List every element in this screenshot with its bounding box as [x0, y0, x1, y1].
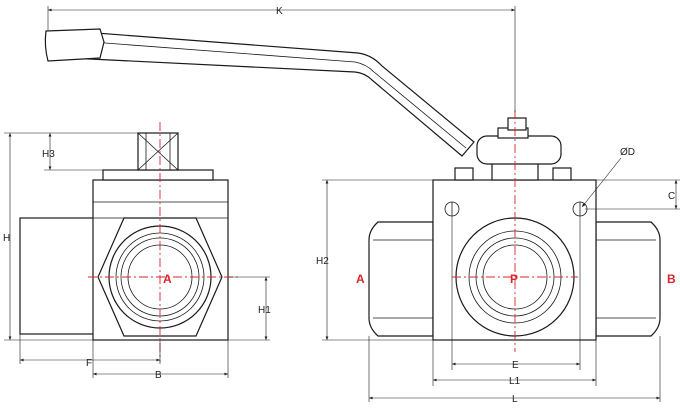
side-view: A	[19, 122, 240, 362]
dim-H1: H1	[258, 305, 271, 316]
dim-L: L	[512, 394, 518, 405]
front-dimensions: K H2 C ØD E L1 L	[47, 6, 680, 405]
side-port-label: A	[163, 272, 172, 286]
front-port-label-p: P	[510, 272, 518, 286]
dim-F: F	[86, 358, 92, 369]
dim-B: B	[155, 370, 162, 381]
dim-H2: H2	[316, 256, 329, 267]
dim-C: C	[668, 191, 675, 202]
side-left-stub	[19, 217, 95, 335]
handle-grip	[44, 28, 105, 62]
side-dimensions: H3 H H1 F B	[3, 132, 271, 381]
dim-H: H	[3, 233, 10, 244]
handle-hub	[476, 135, 562, 165]
front-right-fitting	[595, 221, 661, 337]
side-top-plate	[102, 169, 214, 181]
dim-D: ØD	[620, 147, 635, 158]
front-port-label-a: A	[356, 272, 365, 286]
dim-L1: L1	[509, 376, 521, 387]
dim-H3: H3	[42, 149, 55, 160]
front-left-fitting	[368, 221, 434, 337]
handle-lever	[69, 30, 475, 157]
dim-E: E	[512, 360, 519, 371]
front-port-label-b: B	[667, 272, 676, 286]
front-view: P A B	[44, 28, 676, 352]
dim-K: K	[276, 6, 283, 17]
